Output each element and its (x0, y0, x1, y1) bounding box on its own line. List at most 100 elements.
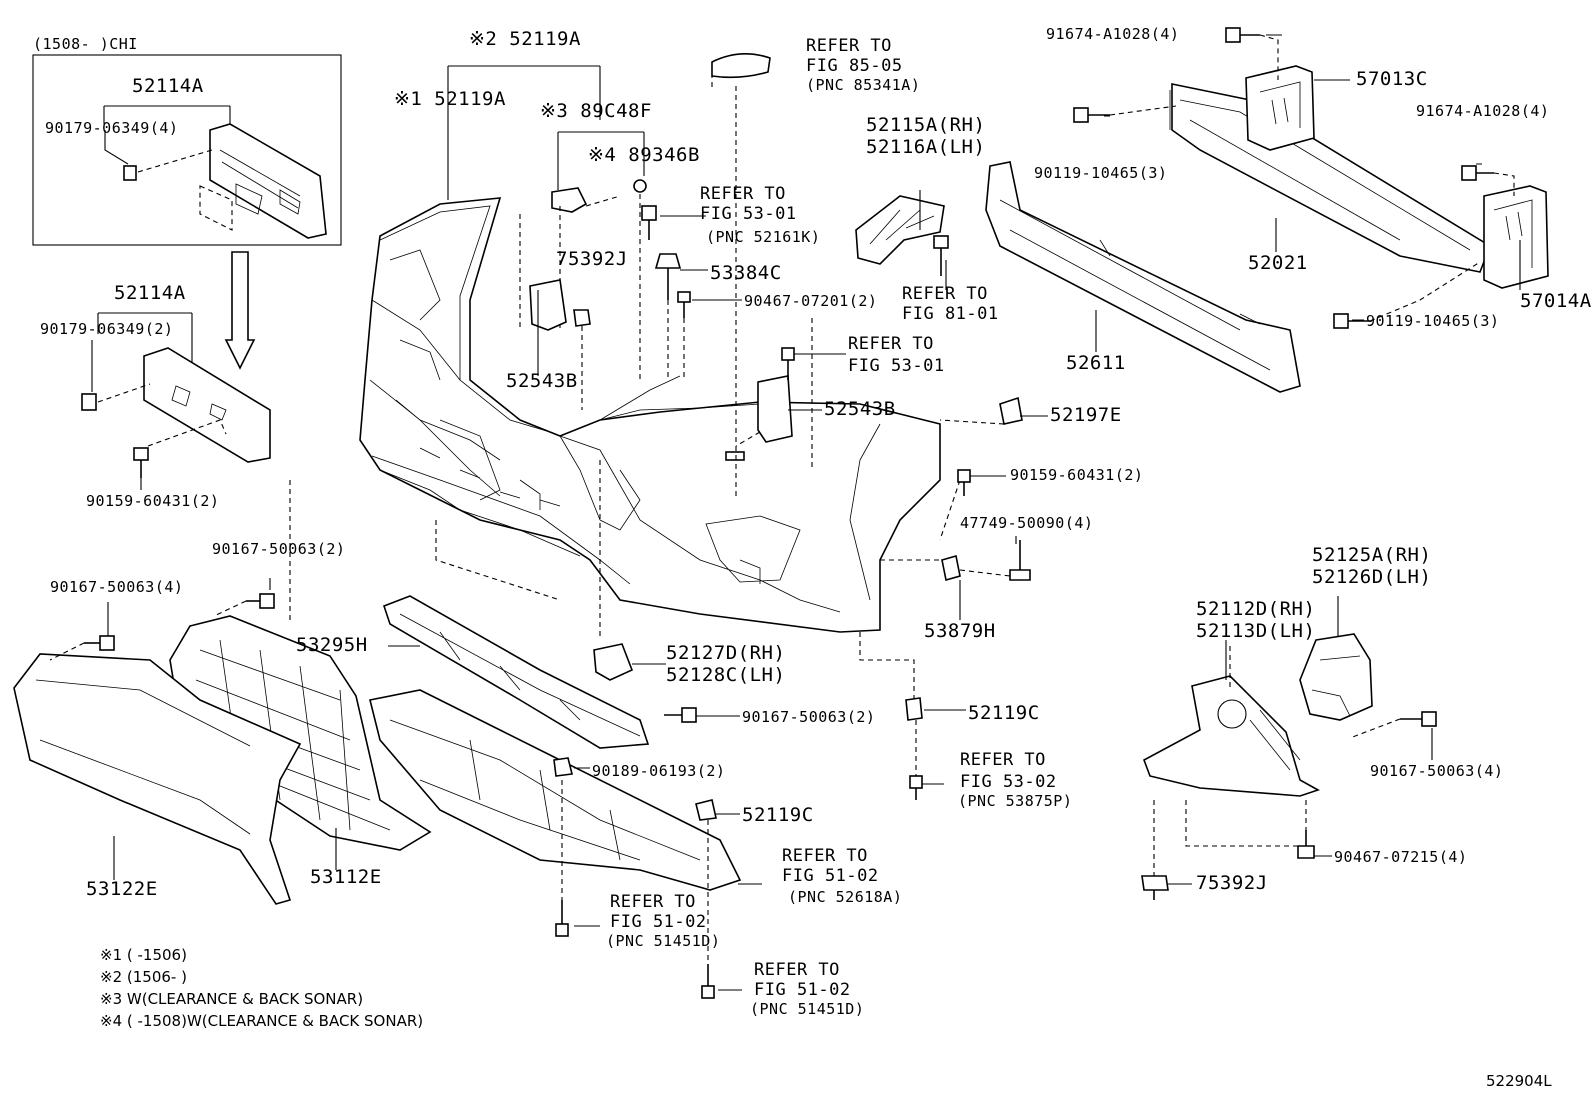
part-label-90467-07201: 90467-07201(2) (744, 292, 878, 310)
bolt-left (133, 447, 149, 478)
bracket-57013C (1245, 65, 1315, 151)
leader-lines (103, 105, 231, 165)
part-label-90179-4: 90179-06349(4) (45, 119, 179, 137)
retainer-52197E (999, 396, 1023, 425)
ref-51-02-a-l1: REFER TO (782, 846, 868, 866)
inset-box (32, 54, 342, 246)
clip-75392J-bottom (1141, 875, 1169, 900)
part-label-57013C: 57013C (1356, 68, 1428, 90)
part-label-52128C: 52128C(LH) (666, 664, 786, 686)
ref-53-01-b-l1: REFER TO (848, 334, 934, 354)
retainer-52119C-right (905, 697, 923, 721)
ref-85-05-l1: REFER TO (806, 36, 892, 56)
clip-90467-07215 (1297, 830, 1315, 859)
part-label-53879H: 53879H (924, 620, 996, 642)
part-label-52543B-left: 52543B (506, 370, 578, 392)
part-label-90159-right: 90159-60431(2) (1010, 466, 1144, 484)
part-label-52112D: 52112D(RH) (1196, 598, 1316, 620)
absorber-52611 (985, 161, 1301, 393)
leader-lines-mid (91, 312, 193, 392)
part-label-52115A: 52115A(RH) (866, 114, 986, 136)
part-label-47749: 47749-50090(4) (960, 514, 1094, 532)
ref-85-05-l2: FIG 85-05 (806, 56, 903, 76)
clip-53384C (641, 205, 682, 300)
part-label-90467-07215: 90467-07215(4) (1334, 848, 1468, 866)
part-label-52197E: 52197E (1050, 404, 1122, 426)
part-label-75392J-bottom: 75392J (1196, 872, 1268, 894)
screw-90467 (677, 291, 691, 318)
bolt-53-02 (909, 775, 923, 800)
part-label-53295H: 53295H (296, 634, 368, 656)
part-label-90179-2: 90179-06349(2) (40, 320, 174, 338)
part-label-52113D: 52113D(LH) (1196, 620, 1316, 642)
retainer-90189 (553, 757, 573, 777)
footnote-3: ※3 W(CLEARANCE & BACK SONAR) (100, 990, 364, 1008)
ref-53-02-l1: REFER TO (960, 750, 1046, 770)
part-label-89C48F: ※3 89C48F (540, 100, 652, 122)
part-label-53384C: 53384C (710, 262, 782, 284)
footnote-2: ※2 (1506- ) (100, 968, 187, 986)
part-label-52543B-right: 52543B (824, 398, 896, 420)
spacer-75392J (529, 279, 567, 331)
part-label-90189: 90189-06193(2) (592, 762, 726, 780)
clip-inset (123, 165, 137, 181)
ref-53-01-a-l2: FIG 53-01 (700, 204, 797, 224)
part-label-52119A-1: ※1 52119A (394, 88, 506, 110)
ref-51-02-b-l1: REFER TO (610, 892, 696, 912)
undercover (369, 689, 742, 891)
license-bracket-inset (209, 123, 327, 239)
garnish-53122E (13, 653, 302, 905)
license-bracket-inset-detail (219, 149, 301, 215)
part-label-52119C-mid: 52119C (742, 804, 814, 826)
spacer-52543B-right (757, 375, 793, 443)
ref-51-02-b-l2: FIG 51-02 (610, 912, 707, 932)
bolt-90159-right (957, 469, 971, 496)
side-bracket-52115A (855, 195, 945, 265)
bolt-90119-left (1073, 107, 1110, 123)
lower-grille-53295H (382, 595, 650, 749)
part-label-52126D: 52126D(LH) (1312, 566, 1432, 588)
figure-id: 522904L (1486, 1072, 1552, 1090)
bolt-53-01 (781, 347, 795, 380)
part-label-57014A: 57014A (1520, 290, 1592, 312)
retainer-53879H (941, 554, 961, 582)
retainer-52119C-mid (695, 799, 717, 821)
bolt-81-01 (933, 235, 949, 276)
bolt-90119-right (1333, 313, 1370, 329)
bolt-91674-top (1225, 27, 1260, 43)
ref-81-01-l1: REFER TO (902, 284, 988, 304)
ref-85-05-l3: (PNC 85341A) (806, 76, 921, 94)
ref-53-01-b-l2: FIG 53-01 (848, 356, 945, 376)
part-label-90167-4-right: 90167-50063(4) (1370, 762, 1504, 780)
part-label-90167-2-mid: 90167-50063(2) (742, 708, 876, 726)
ref-53-02-l2: FIG 53-02 (960, 772, 1057, 792)
bracket-57014A (1483, 185, 1549, 289)
leaders (107, 34, 1521, 885)
part-label-90119-left: 90119-10465(3) (1034, 164, 1168, 182)
ref-51-02-c-l3: (PNC 51451D) (750, 1000, 865, 1018)
part-label-91674-top: 91674-A1028(4) (1046, 25, 1180, 43)
screw-51-02-a (555, 900, 569, 937)
ref-53-01-a-l1: REFER TO (700, 184, 786, 204)
part-label-52116A: 52116A(LH) (866, 136, 986, 158)
part-label-75392J-top: 75392J (556, 248, 628, 270)
ref-51-02-c-l1: REFER TO (754, 960, 840, 980)
part-label-90167-4-left: 90167-50063(4) (50, 578, 184, 596)
bolt-90167-2-mid (664, 707, 697, 723)
part-label-52611: 52611 (1066, 352, 1126, 374)
ref-53-01-a-l3: (PNC 52161K) (706, 228, 821, 246)
washer-nozzle-cap (711, 53, 771, 79)
sensor-89346B (633, 179, 647, 193)
part-label-52119C-right: 52119C (968, 702, 1040, 724)
part-label-89346B: ※4 89346B (588, 144, 700, 166)
ref-51-02-a-l2: FIG 51-02 (782, 866, 879, 886)
bolt-91674-right (1461, 165, 1494, 181)
part-label-52114A-top: 52114A (132, 75, 204, 97)
inset-date-label: (1508- )CHI (33, 35, 138, 53)
fog-cover-52112D (1143, 675, 1320, 797)
bumper-retainer (371, 375, 681, 585)
ref-51-02-a-l3: (PNC 52618A) (788, 888, 903, 906)
ref-51-02-b-l3: (PNC 51451D) (606, 932, 721, 950)
cover-52127D (593, 643, 634, 681)
license-bracket (143, 347, 271, 463)
